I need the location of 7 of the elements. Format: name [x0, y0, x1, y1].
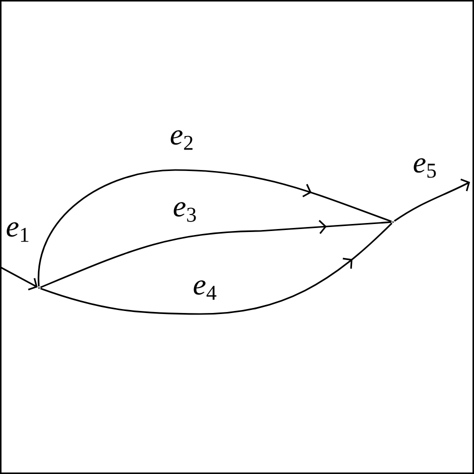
arrow [394, 178, 470, 222]
edge-label: e$_{5}$ [414, 158, 436, 178]
edge-label: e$_{4}$ [194, 280, 216, 300]
arrow [0, 266, 38, 290]
edge-label: e$_{3}$ [174, 202, 196, 222]
edge-label: e$_{1}$ [6, 222, 28, 242]
edge-label: e$_{2}$ [170, 130, 192, 150]
